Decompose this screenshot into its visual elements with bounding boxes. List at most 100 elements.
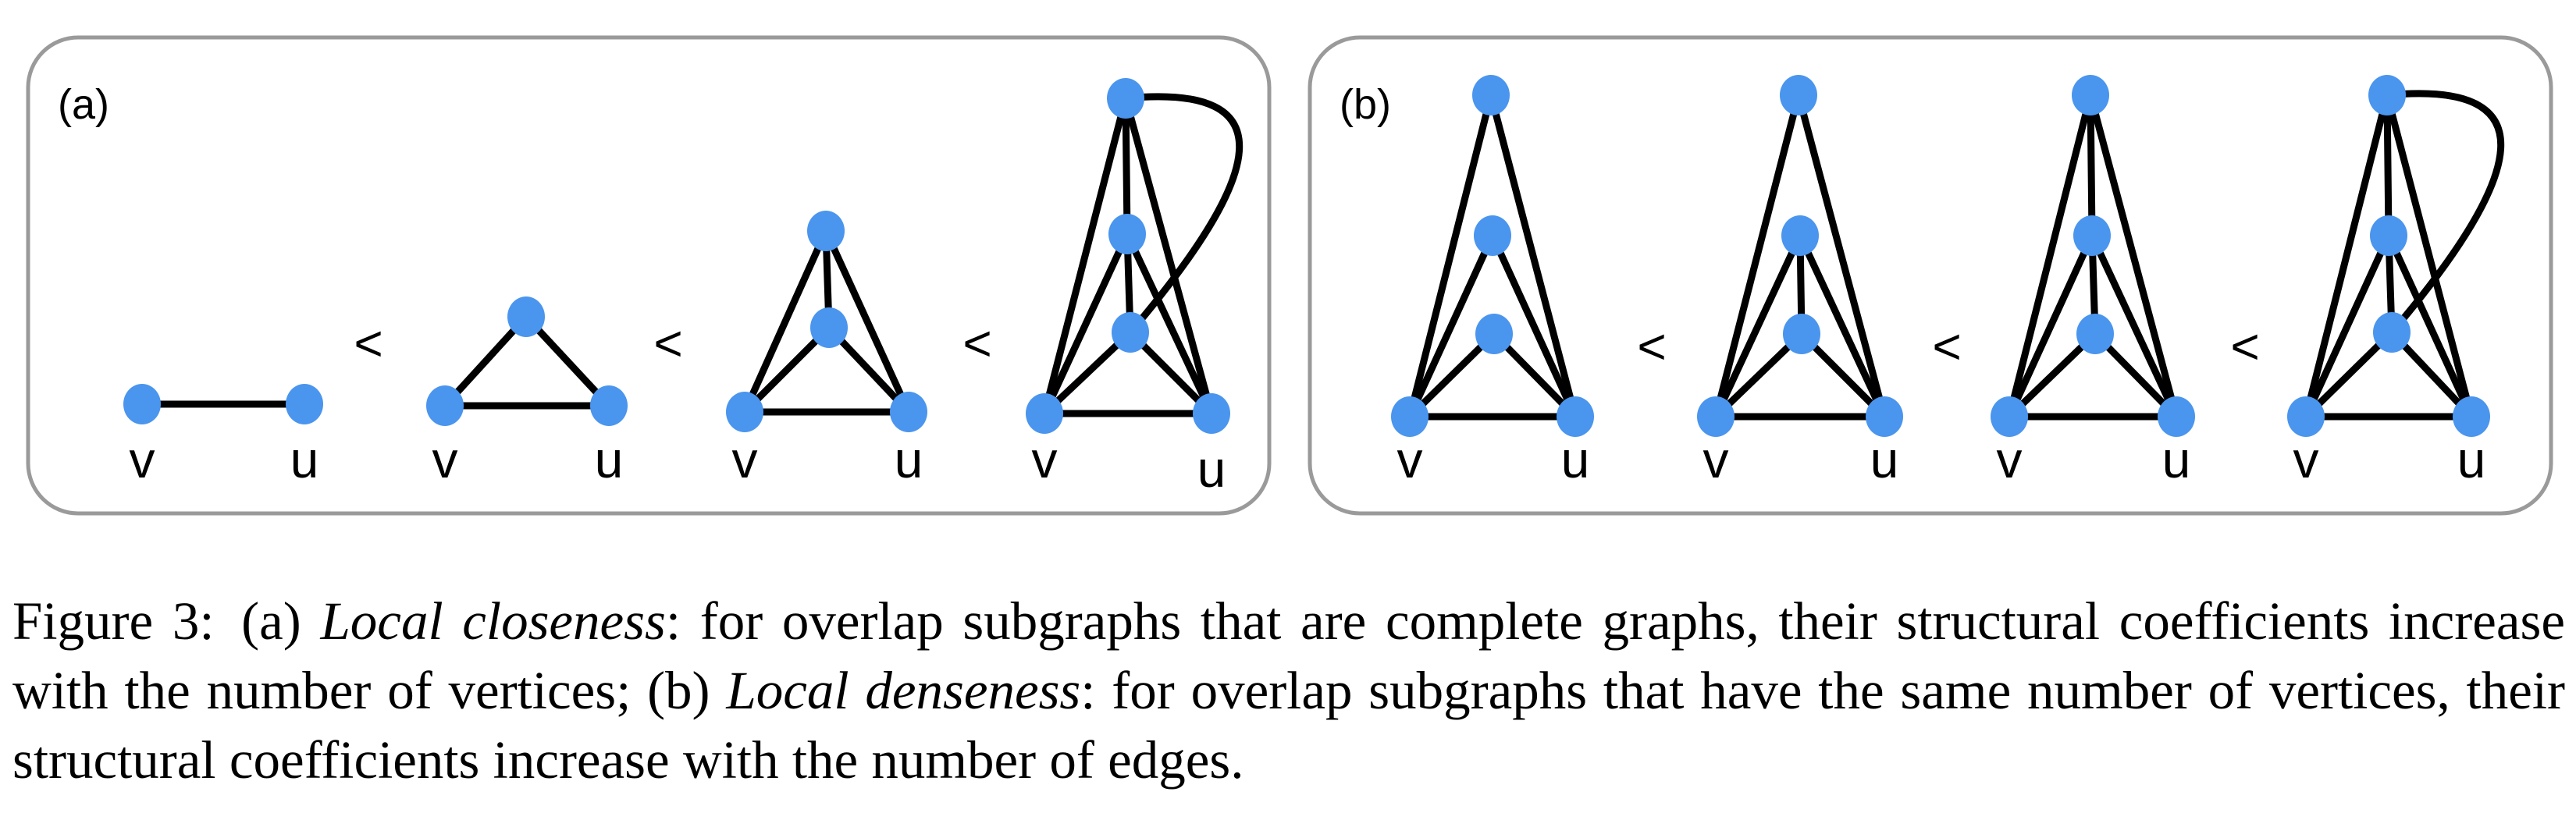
figure-caption: Figure 3: (a) Local closeness : for overl… [12, 587, 2565, 795]
less-than-symbol: < [1637, 318, 1666, 375]
graph-edge [2302, 328, 2396, 421]
graph-edge [2088, 232, 2180, 421]
panel-a-frame [26, 35, 1272, 516]
graph-edge-curved [1122, 93, 1244, 336]
vertex [1472, 75, 1510, 115]
graph-edge [2302, 232, 2393, 421]
graph-edge [1796, 232, 1888, 421]
vertex-label-u: u [595, 431, 624, 488]
less-than-symbol: < [962, 315, 991, 371]
caption-part-b-term: Local denseness [726, 661, 1081, 720]
graph-edge [1712, 330, 1806, 421]
graph-edge [2005, 91, 2094, 421]
graph-edge [1489, 232, 1579, 421]
graph-edge [1406, 91, 1495, 421]
vertex-label-v: v [130, 431, 155, 488]
less-than-symbol: < [354, 315, 382, 371]
vertex-u [890, 392, 927, 432]
panel-b-label: (b) [1340, 81, 1391, 128]
vertex-label-u: u [1870, 431, 1899, 488]
graph-edge [1122, 94, 1215, 417]
vertex-v [726, 392, 763, 432]
caption-part-a-marker: (a) [241, 591, 301, 651]
vertex-u [286, 384, 323, 424]
vertex-label-v: v [1703, 431, 1729, 488]
less-than-symbol: < [1932, 318, 1961, 375]
vertex [1783, 314, 1820, 354]
vertex [810, 307, 848, 348]
graph-edge [1123, 230, 1215, 417]
vertex-v [426, 385, 464, 426]
vertex-label-u: u [290, 431, 319, 488]
vertex [507, 296, 545, 337]
vertex-label-u: u [2457, 431, 2486, 488]
vertex-u [2453, 396, 2490, 437]
graph-edge [741, 227, 830, 416]
caption-part-a-term: Local closeness [320, 591, 666, 651]
graph-edge [741, 324, 833, 416]
graph-edge [1712, 91, 1802, 421]
vertex-u [1193, 393, 1230, 434]
graph-edge [1406, 232, 1496, 421]
less-than-symbol: < [653, 315, 682, 371]
vertex [1474, 215, 1511, 256]
vertex [2072, 75, 2109, 115]
graph-edge [2385, 232, 2475, 421]
vertex [1108, 214, 1146, 254]
less-than-symbol: < [2230, 318, 2259, 375]
vertex [2373, 312, 2411, 353]
graph-edge [1041, 328, 1134, 417]
vertex-u [1866, 396, 1903, 437]
graph-edge [2087, 91, 2180, 421]
vertex-label-u: u [1197, 440, 1226, 498]
vertex-v [123, 384, 161, 424]
vertex-v [1991, 396, 2028, 437]
vertex-v [1697, 396, 1735, 437]
vertex [2368, 75, 2406, 115]
vertex [2370, 215, 2407, 256]
vertex [1780, 75, 1817, 115]
vertex-label-v: v [1032, 431, 1058, 488]
caption-label: Figure 3: [12, 591, 215, 651]
caption-part-b-marker: (b) [647, 661, 710, 720]
panel-b: (b) < < < [1308, 35, 2553, 516]
vertex-label-v: v [1397, 431, 1423, 488]
vertex [1112, 312, 1149, 353]
graph-edge [822, 227, 913, 416]
panel-a-label: (a) [58, 81, 109, 128]
graph-edge [441, 313, 530, 410]
panel-a: (a) < < < [26, 35, 1272, 516]
vertex-label-v: v [2293, 431, 2319, 488]
vertex-v [2287, 396, 2325, 437]
graph-edge [522, 313, 613, 410]
vertex-label-v: v [1997, 431, 2023, 488]
vertex [1107, 78, 1144, 119]
caption-part-b-text: : for overlap subgraphs that have the sa… [12, 661, 2565, 790]
graph-edge [2005, 330, 2099, 421]
vertex [1475, 314, 1513, 354]
graph-edge [1798, 330, 1888, 421]
graph-edge [2302, 91, 2391, 421]
vertex-label-v: v [432, 431, 458, 488]
vertex-u [1557, 396, 1594, 437]
vertex [1781, 215, 1819, 256]
vertex [807, 211, 845, 251]
panel-b-frame [1308, 35, 2553, 516]
graph-edge [2087, 91, 2096, 240]
graph-edge [1795, 91, 1888, 421]
vertex-label-u: u [2162, 431, 2191, 488]
vertex-label-u: u [1561, 431, 1590, 488]
graph-edge [1122, 94, 1131, 238]
vertex-label-v: v [732, 431, 758, 488]
vertex-u [590, 385, 628, 426]
vertex-v [1391, 396, 1429, 437]
graph-edge [1487, 91, 1579, 421]
